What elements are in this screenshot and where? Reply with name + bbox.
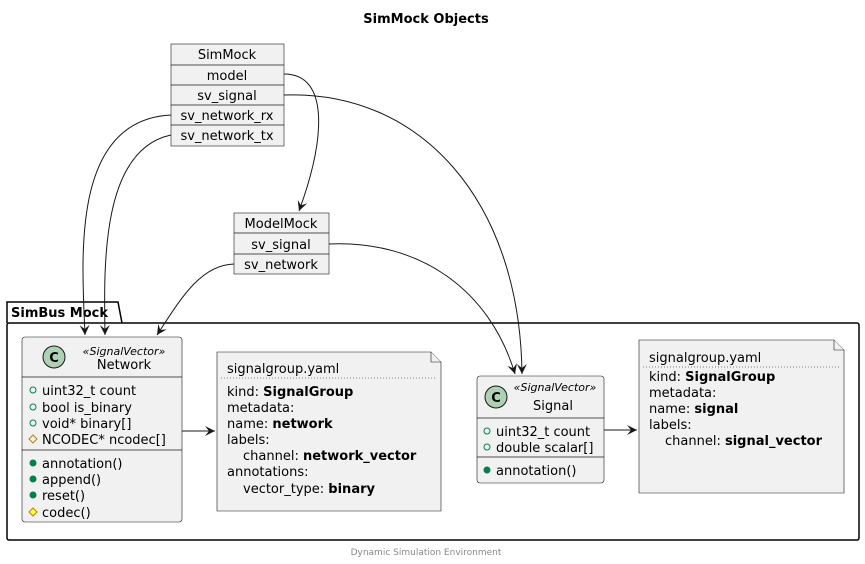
network-attr-ncodec: NCODEC* ncodec[] (42, 433, 166, 448)
network-note-annotations: annotations: (227, 465, 309, 480)
signal-attr-count: uint32_t count (496, 425, 590, 440)
signal-note-metadata: metadata: (649, 386, 716, 401)
network-note-header: signalgroup.yaml (227, 362, 339, 377)
channel-label: channel: (665, 434, 725, 449)
network-method-reset: reset() (42, 489, 85, 504)
network-note-vector-type: vector_type: binary (243, 482, 375, 497)
modelmock-name: ModelMock (245, 217, 318, 232)
network-method-annotation: annotation() (42, 457, 123, 472)
package-label: SimBus Mock (11, 306, 108, 321)
class-c-icon (484, 385, 508, 409)
signal-class-name: Signal (533, 399, 573, 414)
modelmock-object[interactable]: ModelMock sv_signal sv_network (233, 212, 330, 275)
channel-value: network_vector (303, 449, 417, 464)
edge-simmock-sv-signal-to-signal (283, 94, 527, 375)
name-value: signal (694, 402, 738, 417)
name-label: name: (227, 417, 272, 432)
modelmock-field-sv-network: sv_network (244, 258, 318, 273)
public-visibility-icon (29, 491, 37, 499)
network-note-metadata: metadata: (227, 401, 294, 416)
name-label: name: (649, 402, 694, 417)
signal-note-labels: labels: (649, 418, 692, 433)
simmock-field-sv-signal: sv_signal (197, 89, 256, 104)
edge-sv-network-tx-to-network (99, 134, 172, 336)
simmock-object[interactable]: SimMock model sv_signal sv_network_rx sv… (170, 43, 285, 147)
public-visibility-icon (29, 403, 37, 411)
network-attr-count: uint32_t count (42, 384, 136, 399)
network-method-codec: codec() (42, 506, 91, 521)
network-yaml-note[interactable]: signalgroup.yaml kind: SignalGroup metad… (216, 351, 442, 512)
public-visibility-icon (483, 427, 491, 435)
signal-class-circle-letter: C (491, 391, 501, 406)
simmock-field-sv-network-tx: sv_network_tx (180, 129, 273, 144)
kind-label: kind: (227, 385, 263, 400)
network-note-labels: labels: (227, 433, 270, 448)
simmock-name: SimMock (198, 48, 257, 63)
kind-value: SignalGroup (263, 385, 353, 400)
simmock-field-model: model (207, 69, 247, 84)
network-note-channel: channel: network_vector (243, 449, 417, 464)
channel-label: channel: (243, 449, 303, 464)
network-class-circle-letter: C (49, 351, 59, 366)
edge-sv-network-rx-to-network (79, 114, 172, 336)
kind-label: kind: (649, 370, 685, 385)
signal-yaml-note[interactable]: signalgroup.yaml kind: SignalGroup metad… (638, 339, 845, 494)
footer-caption: Dynamic Simulation Environment (351, 548, 502, 558)
diagram-title: SimMock Objects (363, 12, 489, 27)
public-visibility-icon (29, 386, 37, 394)
signal-stereotype: «SignalVector» (514, 381, 597, 394)
edge-model-to-modelmock (283, 73, 319, 212)
signal-attr-scalar: double scalar[] (496, 441, 593, 456)
protected-visibility-icon (28, 434, 38, 444)
public-visibility-icon (29, 419, 37, 427)
name-value: network (272, 417, 333, 432)
network-note-name: name: network (227, 417, 333, 432)
signal-note-name: name: signal (649, 402, 738, 417)
network-class[interactable]: C «SignalVector» Network uint32_t count … (21, 336, 183, 523)
signal-class[interactable]: C «SignalVector» Signal uint32_t count d… (476, 375, 605, 484)
signal-note-header: signalgroup.yaml (649, 351, 761, 366)
vector-type-value: binary (328, 482, 375, 497)
vector-type-label: vector_type: (243, 482, 328, 497)
edge-modelmock-sv-signal-to-signal (328, 243, 517, 375)
public-visibility-icon (483, 443, 491, 451)
protected-visibility-icon (28, 507, 38, 517)
public-visibility-icon (29, 459, 37, 467)
channel-value: signal_vector (725, 434, 823, 449)
network-stereotype: «SignalVector» (83, 345, 166, 358)
network-class-name: Network (97, 358, 152, 373)
signal-note-kind: kind: SignalGroup (649, 370, 775, 385)
signal-method-annotation: annotation() (496, 464, 577, 479)
public-visibility-icon (483, 466, 491, 474)
edge-modelmock-sv-network-to-network (156, 263, 235, 336)
kind-value: SignalGroup (685, 370, 775, 385)
network-note-kind: kind: SignalGroup (227, 385, 353, 400)
network-method-append: append() (42, 473, 101, 488)
simmock-field-sv-network-rx: sv_network_rx (181, 109, 274, 124)
network-attr-binary: void* binary[] (42, 417, 131, 432)
modelmock-field-sv-signal: sv_signal (251, 238, 310, 253)
class-c-icon (42, 345, 66, 369)
network-attr-is-binary: bool is_binary (42, 401, 132, 416)
public-visibility-icon (29, 475, 37, 483)
signal-note-channel: channel: signal_vector (665, 434, 823, 449)
